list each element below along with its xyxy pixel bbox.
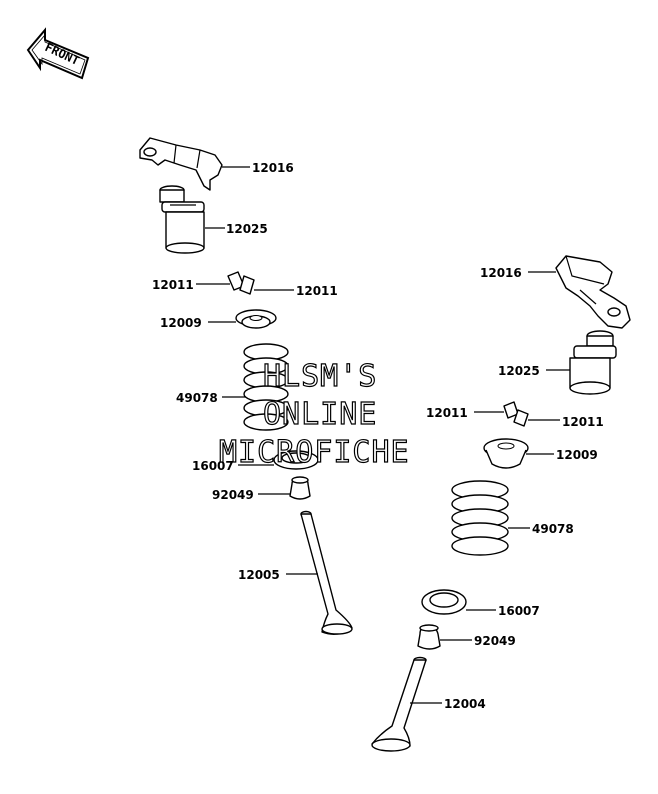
callout-12009-right: 12009	[556, 448, 598, 462]
callout-92049-right: 92049	[474, 634, 516, 648]
callout-12025-left: 12025	[226, 222, 268, 236]
valve-right: 12004	[371, 656, 486, 752]
watermark-line-2: ONLINE	[263, 397, 377, 432]
callout-12016-left: 12016	[252, 161, 294, 175]
callout-49078-left: 49078	[176, 391, 218, 405]
seal-left: 92049	[212, 476, 311, 502]
callout-12011-left-a: 12011	[152, 278, 194, 292]
callout-12011-right-a: 12011	[426, 406, 468, 420]
callout-12011-left-b: 12011	[296, 284, 338, 298]
callout-16007-left: 16007	[192, 459, 234, 473]
retainer-right: 12009	[483, 438, 598, 469]
spring-right: 49078	[451, 480, 574, 556]
callout-12004: 12004	[444, 697, 486, 711]
keepers-left: 12011 12011	[152, 271, 338, 298]
watermark-line-1: HLSM'S	[263, 359, 377, 394]
lifter-right: 12025	[498, 330, 617, 395]
callout-12009-left: 12009	[160, 316, 202, 330]
rocker-arm-right: 12016	[480, 255, 631, 329]
seat-right: 16007	[421, 589, 540, 618]
keepers-right: 12011 12011	[426, 401, 604, 429]
seal-right: 92049	[417, 624, 516, 650]
callout-49078-right: 49078	[532, 522, 574, 536]
spring-left: 49078	[176, 343, 289, 431]
callout-16007-right: 16007	[498, 604, 540, 618]
watermark: HLSM'S ONLINE MICROFICHE	[218, 358, 410, 470]
rocker-arm-left: 12016	[139, 137, 294, 191]
callout-12005: 12005	[238, 568, 280, 582]
lifter-left: 12025	[159, 185, 268, 254]
valve-left: 12005	[238, 510, 353, 635]
retainer-left: 12009	[160, 309, 277, 330]
seat-left: 16007	[192, 450, 319, 473]
front-arrow-icon: FRONT	[26, 27, 90, 80]
callout-92049-left: 92049	[212, 488, 254, 502]
watermark-line-3: MICROFICHE	[219, 435, 410, 470]
callout-12025-right: 12025	[498, 364, 540, 378]
callout-12011-right-b: 12011	[562, 415, 604, 429]
callout-12016-right: 12016	[480, 266, 522, 280]
